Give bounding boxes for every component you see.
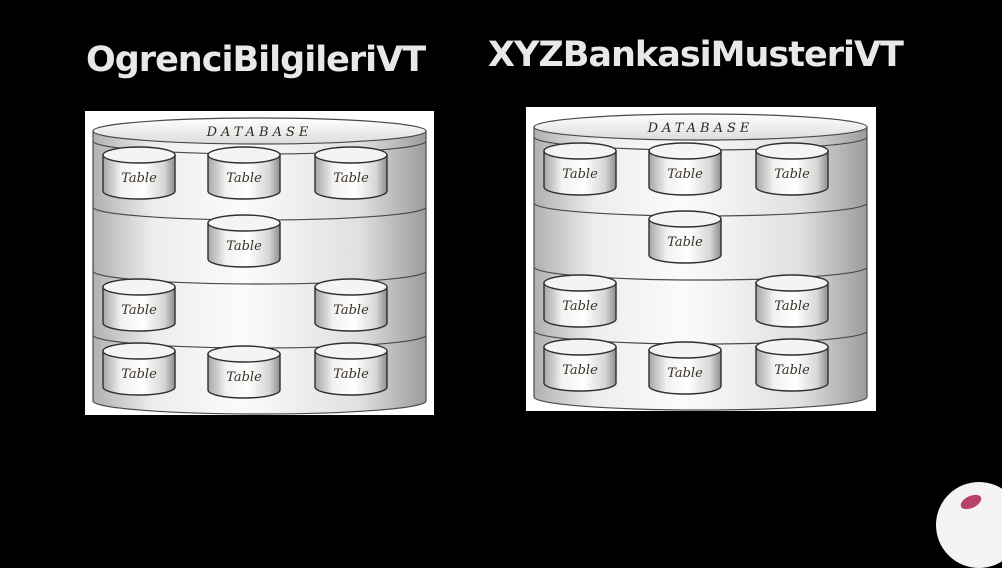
- database-top: [533, 113, 868, 141]
- table-label: Table: [333, 171, 369, 186]
- table-label: Table: [226, 171, 262, 186]
- layer-separator: [92, 270, 427, 285]
- table-cylinder-icon: Table: [102, 342, 176, 396]
- table-cylinder-icon: Table: [648, 341, 722, 395]
- table-cylinder-icon: Table: [207, 146, 281, 200]
- database-title-xyzbankasi: XYZBankasiMusteriVT: [488, 35, 904, 75]
- table-label: Table: [774, 363, 810, 378]
- table-label: Table: [121, 171, 157, 186]
- table-label: Table: [121, 367, 157, 382]
- database-title-ogrenci: OgrenciBilgileriVT: [86, 40, 426, 80]
- table-cylinder-icon: Table: [755, 142, 829, 196]
- table-label: Table: [562, 167, 598, 182]
- table-cylinder-icon: Table: [314, 146, 388, 200]
- table-label: Table: [667, 167, 703, 182]
- table-label: Table: [562, 299, 598, 314]
- table-label: Table: [333, 367, 369, 382]
- presenter-logo-icon: [936, 482, 1002, 568]
- table-label: Table: [121, 303, 157, 318]
- database-label: DATABASE: [647, 121, 754, 136]
- table-cylinder-icon: Table: [102, 146, 176, 200]
- table-label: Table: [333, 303, 369, 318]
- table-cylinder-icon: Table: [207, 345, 281, 399]
- table-cylinder-icon: Table: [543, 274, 617, 328]
- layer-separator: [533, 266, 868, 281]
- table-cylinder-icon: Table: [543, 142, 617, 196]
- table-cylinder-icon: Table: [648, 210, 722, 264]
- table-cylinder-icon: Table: [102, 278, 176, 332]
- table-cylinder-icon: Table: [755, 274, 829, 328]
- table-cylinder-icon: Table: [543, 338, 617, 392]
- table-label: Table: [667, 235, 703, 250]
- table-cylinder-icon: Table: [648, 142, 722, 196]
- table-cylinder-icon: Table: [755, 338, 829, 392]
- table-label: Table: [226, 239, 262, 254]
- table-label: Table: [774, 167, 810, 182]
- table-label: Table: [667, 366, 703, 381]
- table-label: Table: [774, 299, 810, 314]
- table-cylinder-icon: Table: [314, 278, 388, 332]
- table-cylinder-icon: Table: [314, 342, 388, 396]
- database-label: DATABASE: [206, 125, 313, 140]
- table-label: Table: [226, 370, 262, 385]
- table-cylinder-icon: Table: [207, 214, 281, 268]
- database-top: [92, 117, 427, 145]
- table-label: Table: [562, 363, 598, 378]
